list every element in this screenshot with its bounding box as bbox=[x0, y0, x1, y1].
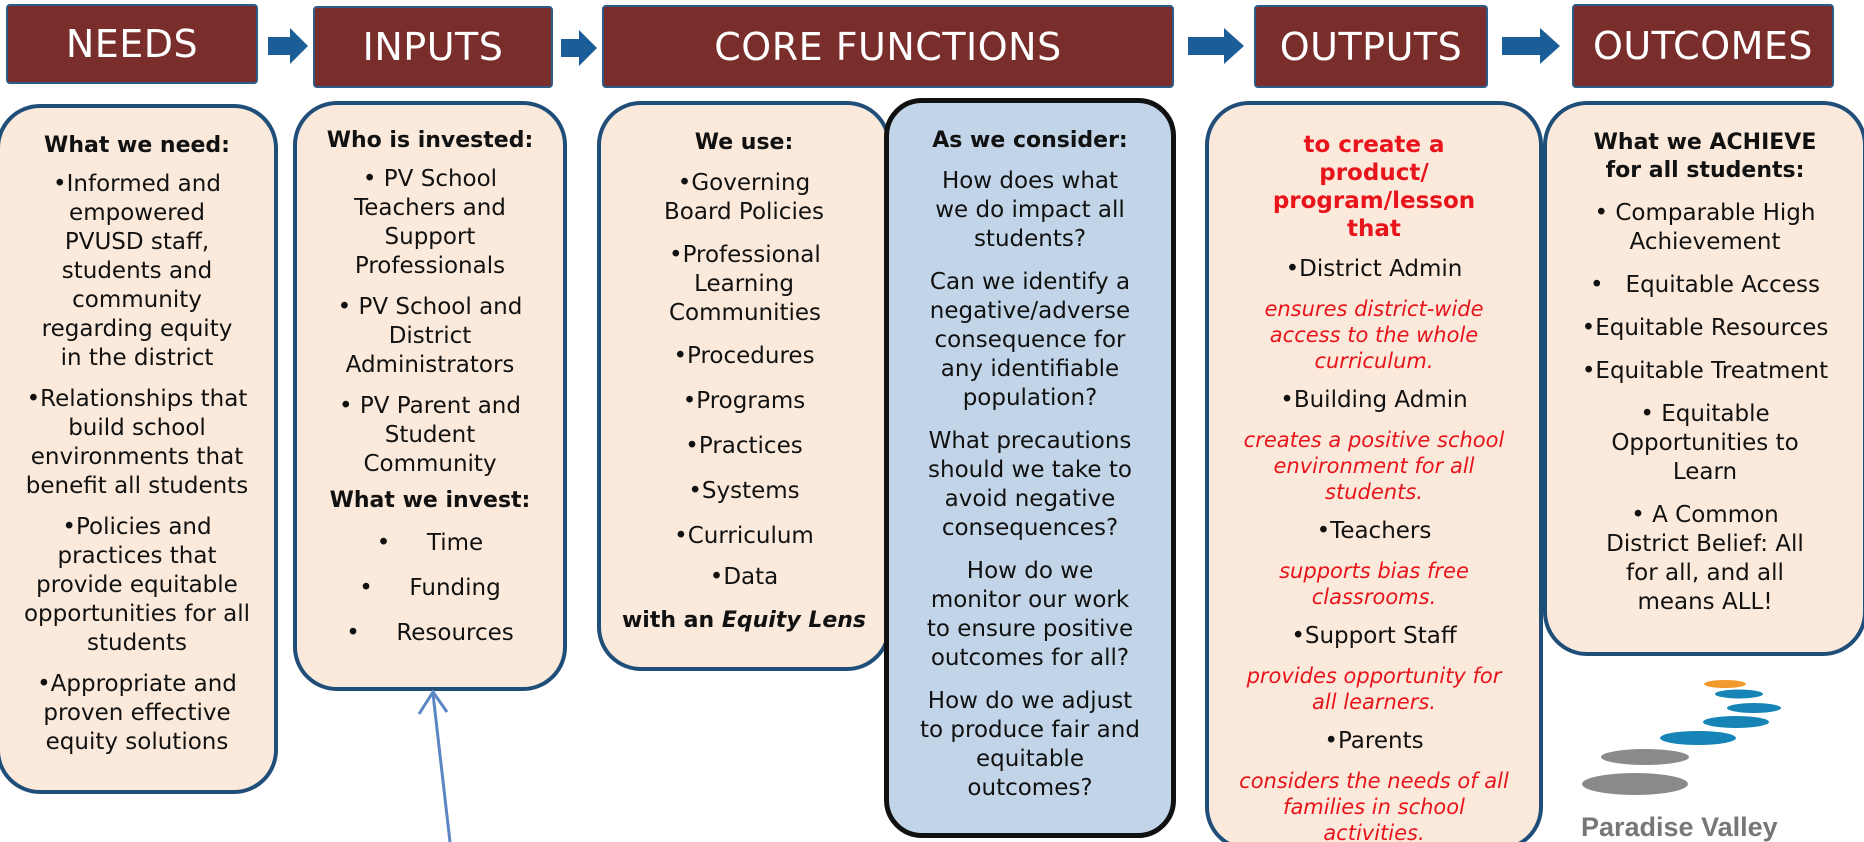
core-footer-prefix: with an bbox=[621, 608, 722, 633]
output-what: creates a positive school environment fo… bbox=[1243, 428, 1505, 504]
arrow-core-outputs-icon bbox=[1188, 28, 1244, 64]
needs-item: •Appropriate and proven effective equity… bbox=[37, 671, 237, 755]
inputs-invested-heading: Who is invested: bbox=[326, 128, 534, 153]
arrow-inputs-core-icon bbox=[561, 30, 597, 66]
outcomes-header-label: OUTCOMES bbox=[1592, 24, 1814, 68]
output-who: •Parents bbox=[1324, 728, 1424, 754]
consider-item: Can we identify a negative/adverse conse… bbox=[929, 269, 1131, 411]
outcome-item: • Equitable Opportunities to Learn bbox=[1611, 401, 1799, 485]
invest-item: • Time bbox=[376, 530, 484, 556]
needs-header-label: NEEDS bbox=[65, 22, 199, 66]
core-item: •Professional Learning Communities bbox=[669, 242, 822, 326]
outcome-item: • Comparable High Achievement bbox=[1594, 200, 1816, 255]
consider-item: How do we adjust to produce fair and equ… bbox=[920, 688, 1140, 801]
outcomes-box: What we ACHIEVE for all students: • Comp… bbox=[1543, 101, 1864, 656]
invest-item: • Resources bbox=[346, 620, 514, 646]
output-what: provides opportunity for all learners. bbox=[1246, 664, 1502, 714]
arrow-outputs-outcomes-icon bbox=[1502, 28, 1560, 64]
core-footer: with an Equity Lens bbox=[609, 606, 879, 635]
core-functions-header: CORE FUNCTIONS bbox=[602, 5, 1174, 88]
inputs-header-label: INPUTS bbox=[362, 25, 504, 69]
outputs-box: to create a product/ program/lesson that… bbox=[1205, 101, 1543, 842]
needs-header: NEEDS bbox=[6, 4, 258, 84]
consider-item: How do we monitor our work to ensure pos… bbox=[926, 558, 1134, 671]
core-footer-emphasis: Equity Lens bbox=[721, 608, 867, 633]
invested-item: • PV School and District Administrators bbox=[337, 294, 523, 378]
annotation-arrow-icon bbox=[417, 689, 452, 842]
logo-swoosh-icon bbox=[1582, 680, 1781, 795]
invested-item: • PV School Teachers and Support Profess… bbox=[354, 166, 506, 279]
arrow-needs-inputs-icon bbox=[268, 28, 308, 64]
outputs-header-label: OUTPUTS bbox=[1279, 24, 1463, 69]
consider-heading: As we consider: bbox=[932, 128, 1128, 153]
output-who: •Teachers bbox=[1316, 518, 1432, 544]
paradise-valley-logo: Paradise Valley bbox=[1575, 676, 1815, 842]
outputs-heading: to create a product/ program/lesson that bbox=[1272, 132, 1476, 242]
output-what: supports bias free classrooms. bbox=[1279, 559, 1469, 609]
consider-item: What precautions should we take to avoid… bbox=[928, 428, 1132, 541]
needs-item: •Policies and practices that provide equ… bbox=[23, 514, 251, 656]
core-item: •Data bbox=[709, 564, 779, 590]
core-heading: We use: bbox=[694, 130, 794, 155]
output-what: considers the needs of all families in s… bbox=[1239, 769, 1509, 842]
needs-item: •Informed and empowered PVUSD staff, stu… bbox=[41, 171, 233, 371]
inputs-invest-heading: What we invest: bbox=[329, 488, 531, 513]
output-what: ensures district-wide access to the whol… bbox=[1264, 297, 1484, 373]
needs-box: What we need: •Informed and empowered PV… bbox=[0, 104, 278, 794]
core-item: •Procedures bbox=[673, 343, 815, 369]
core-item: •Curriculum bbox=[674, 523, 814, 549]
output-who: •Building Admin bbox=[1280, 387, 1468, 413]
core-item: •Programs bbox=[682, 388, 806, 414]
logo-text: Paradise Valley bbox=[1581, 812, 1778, 842]
outputs-header: OUTPUTS bbox=[1254, 5, 1488, 88]
invested-item: • PV Parent and Student Community bbox=[338, 393, 521, 477]
core-functions-box: We use: •Governing Board Policies •Profe… bbox=[597, 101, 891, 671]
inputs-header: INPUTS bbox=[313, 6, 553, 88]
outcomes-heading: What we ACHIEVE for all students: bbox=[1593, 130, 1817, 183]
consider-box: As we consider: How does what we do impa… bbox=[884, 98, 1176, 838]
core-functions-header-label: CORE FUNCTIONS bbox=[714, 24, 1062, 69]
core-item: •Systems bbox=[688, 478, 800, 504]
core-item: •Governing Board Policies bbox=[664, 170, 824, 225]
outcome-item: •Equitable Treatment bbox=[1581, 358, 1829, 384]
consider-item: How does what we do impact all students? bbox=[935, 168, 1125, 252]
invest-item: • Funding bbox=[359, 575, 501, 601]
outcome-item: • Equitable Access bbox=[1590, 272, 1820, 298]
inputs-box: Who is invested: • PV School Teachers an… bbox=[293, 101, 567, 691]
needs-item: •Relationships that build school environ… bbox=[25, 386, 249, 499]
needs-heading: What we need: bbox=[44, 133, 230, 158]
outcome-item: • A Common District Belief: All for all,… bbox=[1606, 502, 1804, 615]
outcomes-header: OUTCOMES bbox=[1572, 4, 1834, 88]
core-item: •Practices bbox=[685, 433, 803, 459]
output-who: •Support Staff bbox=[1291, 623, 1457, 649]
output-who: •District Admin bbox=[1285, 256, 1463, 282]
outcome-item: •Equitable Resources bbox=[1581, 315, 1829, 341]
